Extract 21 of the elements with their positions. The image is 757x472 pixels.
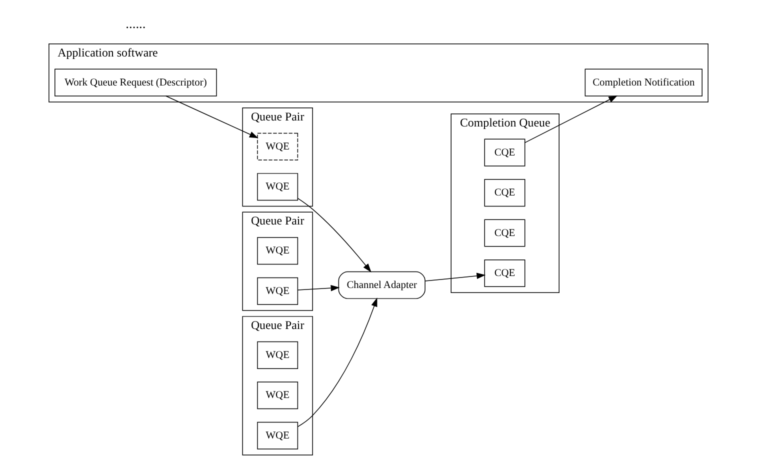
node-box: WQE bbox=[257, 132, 298, 160]
node-box: WQE bbox=[257, 382, 298, 410]
arrow bbox=[298, 284, 340, 292]
arrow bbox=[424, 272, 486, 282]
label: ...... bbox=[126, 16, 146, 31]
arrow bbox=[524, 96, 618, 144]
arrow bbox=[297, 198, 372, 272]
arrow bbox=[166, 96, 258, 138]
node-box: Completion Notification bbox=[584, 68, 702, 96]
node-box: WQE bbox=[257, 422, 298, 450]
arrow bbox=[297, 298, 378, 428]
node-box: Work Queue Request (Descriptor) bbox=[54, 68, 217, 96]
node-box: WQE bbox=[257, 277, 298, 305]
node-box: WQE bbox=[257, 341, 298, 369]
node-box: CQE bbox=[484, 138, 526, 166]
node-box: Channel Adapter bbox=[338, 271, 426, 299]
node-box: CQE bbox=[484, 219, 526, 247]
node-box: CQE bbox=[484, 179, 526, 207]
node-box: WQE bbox=[257, 237, 298, 265]
node-box: CQE bbox=[484, 259, 526, 288]
node-box: WQE bbox=[257, 173, 298, 201]
